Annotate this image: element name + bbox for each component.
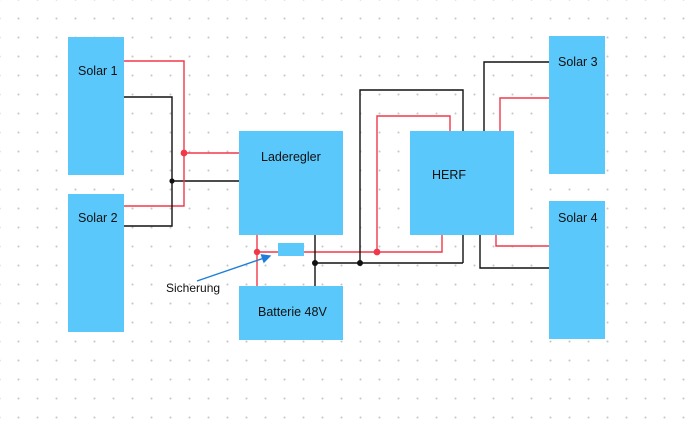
wire-solar4-negative: [479, 235, 549, 269]
herf-box[interactable]: HERF: [410, 131, 514, 235]
junction-fuse-positive: [253, 248, 261, 256]
solar-panel-1-label: Solar 1: [78, 64, 118, 78]
wire-solar1-negative: [124, 96, 239, 182]
junction-bus-positive: [373, 248, 381, 256]
wire-solar4-positive: [495, 235, 549, 247]
wire-herf-negative-loop: [359, 89, 464, 263]
herf-label: HERF: [432, 168, 467, 182]
batterie-box[interactable]: Batterie 48V: [239, 286, 343, 340]
solar-panel-2-label: Solar 2: [78, 211, 118, 225]
junction-left-negative: [169, 178, 175, 184]
wire-solar3-positive: [499, 97, 549, 131]
wire-herf-positive-loop: [376, 115, 451, 252]
junction-bus-negative-left: [312, 260, 318, 266]
wire-positive-bus: [304, 235, 443, 253]
solar-panel-4-label: Solar 4: [558, 211, 598, 225]
wire-solar2-positive: [124, 153, 185, 207]
solar-panel-3[interactable]: Solar 3: [549, 36, 605, 174]
solar-panel-3-label: Solar 3: [558, 55, 598, 69]
fuse[interactable]: [278, 243, 304, 256]
wire-solar1-positive: [124, 60, 239, 154]
wire-solar2-negative: [124, 181, 173, 227]
wire-solar3-negative: [483, 61, 549, 131]
laderegler-box[interactable]: Laderegler: [239, 131, 343, 235]
solar-panel-2[interactable]: Solar 2: [68, 194, 124, 332]
junction-bus-negative-right: [357, 260, 363, 266]
fuse-annotation-arrow: [196, 254, 272, 282]
solar-panel-1[interactable]: Solar 1: [68, 37, 124, 175]
fuse-annotation-label: Sicherung: [166, 281, 221, 295]
junction-left-positive: [180, 149, 188, 157]
laderegler-label: Laderegler: [261, 150, 321, 164]
batterie-label: Batterie 48V: [258, 305, 327, 319]
solar-panel-4[interactable]: Solar 4: [549, 201, 605, 339]
